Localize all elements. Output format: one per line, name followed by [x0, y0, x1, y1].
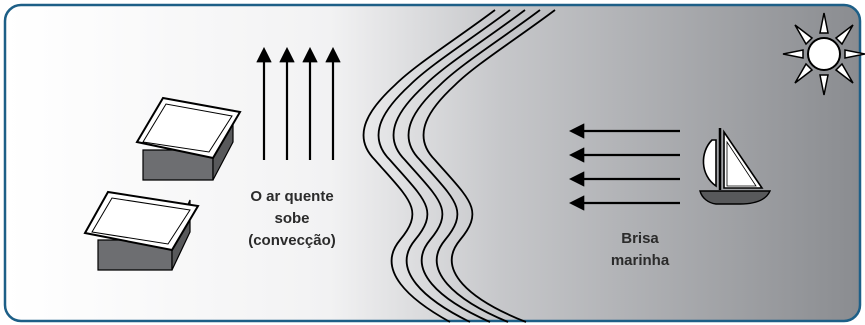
house-icon: [135, 96, 242, 181]
heat-wave-line: [422, 9, 556, 323]
convection-label-line: O ar quente: [250, 188, 334, 205]
heat-wave-line: [392, 9, 526, 323]
house-icon: [83, 190, 200, 271]
convection-label: O ar quente sobe (convecção): [222, 186, 362, 252]
heat-wave-lines: [362, 9, 556, 323]
breeze-arrows: [568, 123, 680, 211]
convection-label-line: sobe: [274, 210, 310, 227]
sun-icon: [782, 12, 865, 96]
sea-breeze-label-line: Brisa: [621, 230, 659, 247]
convection-label-line: (convecção): [248, 232, 336, 249]
heat-wave-line: [362, 9, 496, 323]
convection-arrows: [256, 46, 341, 160]
panel-background: [3, 3, 862, 323]
heat-wave-line: [407, 9, 541, 323]
sea-breeze-label: Brisa marinha: [580, 228, 700, 272]
sea-breeze-label-line: marinha: [610, 252, 670, 269]
heat-wave-line: [377, 9, 511, 323]
sailboat-icon: [699, 128, 772, 205]
